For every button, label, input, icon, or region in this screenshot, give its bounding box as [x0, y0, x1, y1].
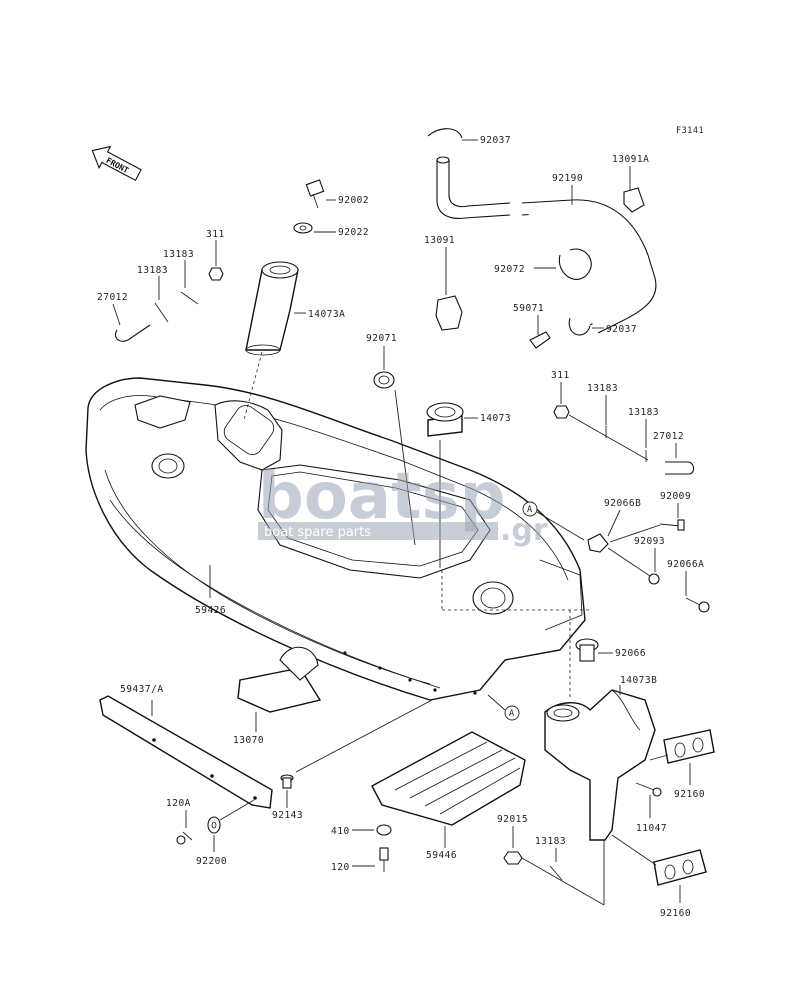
part-label: 311: [206, 229, 225, 240]
stud-92143: [280, 774, 294, 789]
duct-14073A: [245, 261, 299, 356]
part-label: 92200: [196, 856, 227, 867]
plate-92160: [663, 729, 715, 764]
nut-311: [208, 267, 224, 281]
bolt-120A: [176, 831, 193, 845]
watermark-domain: .gr: [500, 513, 548, 548]
part-label: 27012: [653, 431, 684, 442]
part-label: 410: [331, 826, 350, 837]
bracket-92066B: [587, 533, 609, 553]
part-label: 59446: [426, 850, 457, 861]
bolt-92002: [305, 179, 325, 209]
figure-code: F3141: [676, 126, 704, 136]
watermark: boatsp boat spare parts .gr: [258, 460, 548, 548]
part-label: 92071: [366, 333, 397, 344]
part-label: 13183: [163, 249, 194, 260]
rail-59437A: [99, 695, 273, 809]
part-label: 14073B: [620, 675, 657, 686]
ref-marker-label: A: [527, 505, 533, 515]
part-label: 311: [551, 370, 570, 381]
screw-92009: [659, 519, 685, 531]
part-label: 92143: [272, 810, 303, 821]
part-label: 92037: [480, 135, 511, 146]
hose-92190: [436, 156, 657, 334]
part-label: 92022: [338, 227, 369, 238]
plate-92160-lower: [653, 849, 707, 886]
part-label: 13183: [628, 407, 659, 418]
washer-92022: [293, 222, 313, 234]
fitting-59071: [529, 331, 551, 349]
ref-marker: [504, 705, 520, 721]
part-label: 11047: [636, 823, 667, 834]
part-label: 92015: [497, 814, 528, 825]
clip-27012: [114, 324, 151, 342]
nut-311-right: [553, 405, 570, 419]
clip-13091A: [623, 187, 645, 213]
pin-13183-lower: [549, 865, 563, 881]
grate-59446: [371, 731, 526, 826]
nut-410: [376, 824, 392, 836]
fuel-cap-14073: [426, 402, 464, 437]
part-label: 13070: [233, 735, 264, 746]
bolt-11047: [635, 782, 662, 797]
part-label: 120: [331, 862, 350, 873]
part-label: 92037: [606, 324, 637, 335]
grommet-92071: [373, 371, 395, 389]
part-label: 59071: [513, 303, 544, 314]
part-label: 13091A: [612, 154, 649, 165]
cap-13091: [435, 295, 463, 331]
pin-13183: [154, 302, 169, 323]
cap-92066: [575, 638, 599, 662]
part-label: 92072: [494, 264, 525, 275]
part-label: 120A: [166, 798, 191, 809]
part-label: 92066A: [667, 559, 704, 570]
duct-14073B: [544, 689, 656, 841]
pin-13183: [180, 291, 199, 305]
bolt-120: [379, 847, 389, 872]
nut-92015: [503, 851, 523, 865]
part-label: 92002: [338, 195, 369, 206]
part-label: 13091: [424, 235, 455, 246]
intake-13070: [237, 646, 322, 713]
part-label: 27012: [97, 292, 128, 303]
part-label: 59426: [195, 605, 226, 616]
part-label: 13183: [587, 383, 618, 394]
clamp-92037-lower: [568, 317, 591, 336]
part-label: 13183: [535, 836, 566, 847]
part-label: 13183: [137, 265, 168, 276]
front-arrow-icon: FRONT: [91, 145, 142, 182]
watermark-logo: boatsp: [258, 460, 505, 534]
part-label: 14073: [480, 413, 511, 424]
part-label: 92190: [552, 173, 583, 184]
washer-92200: [207, 816, 221, 834]
part-label: 92009: [660, 491, 691, 502]
screw-92066A: [685, 597, 710, 613]
part-label: 92066: [615, 648, 646, 659]
part-label: 14073A: [308, 309, 345, 320]
ref-marker: [522, 501, 538, 517]
part-label: 59437/A: [120, 684, 164, 695]
part-label: 92093: [634, 536, 665, 547]
watermark-tagline: boat spare parts: [264, 525, 371, 540]
part-label: 92160: [660, 908, 691, 919]
clamp-92037: [427, 128, 463, 139]
washer-92093: [648, 573, 660, 585]
ref-marker-label: A: [509, 709, 515, 719]
clamp-92072: [558, 248, 592, 280]
part-label: 92066B: [604, 498, 641, 509]
clip-27012-right: [665, 461, 695, 475]
part-label: 92160: [674, 789, 705, 800]
